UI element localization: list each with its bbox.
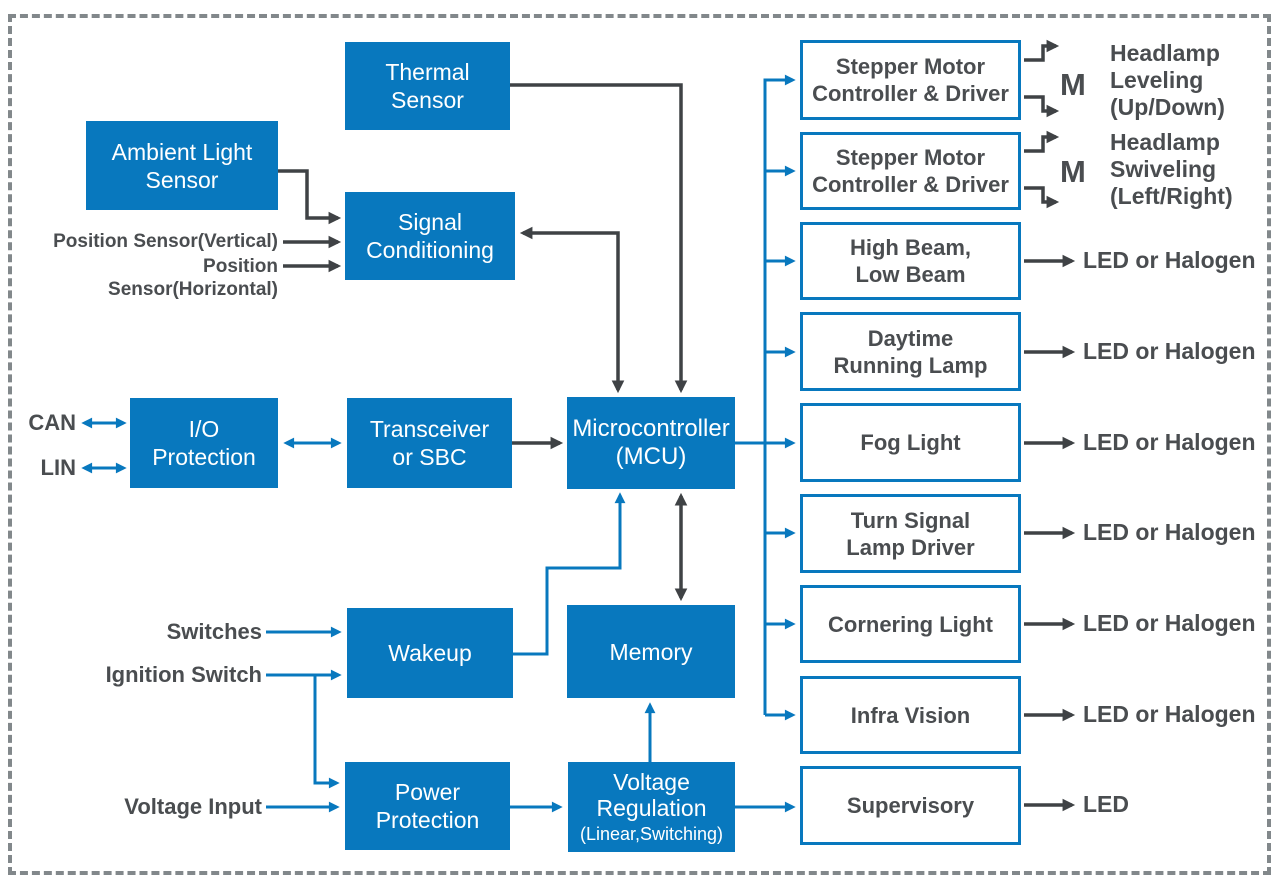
input-label-ignition-switch: Ignition Switch [105, 662, 262, 687]
block-signal-conditioning: Signal Conditioning [345, 192, 515, 280]
block-stepper-motor-1-label: Stepper Motor Controller & Driver [812, 54, 1009, 106]
block-fog-light: Fog Light [800, 403, 1021, 482]
output-label-led: LED [1083, 791, 1129, 817]
input-label-voltage-input: Voltage Input [124, 794, 262, 819]
block-supervisory-label: Supervisory [846, 793, 975, 818]
output-label-led-halogen-6: LED or Halogen [1083, 701, 1256, 727]
block-daytime-running-lamp: Daytime Running Lamp [800, 312, 1021, 391]
block-stepper-motor-2-label: Stepper Motor Controller & Driver [812, 145, 1009, 197]
input-label-switches: Switches [166, 619, 262, 644]
block-io-protection-label: I/O Protection [152, 416, 256, 470]
block-high-low-beam-label: High Beam, Low Beam [849, 235, 972, 287]
block-infra-vision: Infra Vision [800, 676, 1021, 754]
block-wakeup: Wakeup [347, 608, 513, 698]
output-label-headlamp-swiveling: Headlamp Swiveling (Left/Right) [1110, 129, 1233, 209]
block-thermal-sensor: Thermal Sensor [345, 42, 510, 130]
input-label-position-sensor-vertical: Position Sensor(Vertical) [53, 231, 278, 252]
block-ambient-light-sensor-label: Ambient Light Sensor [111, 138, 253, 193]
block-microcontroller: Microcontroller (MCU) [567, 397, 735, 489]
block-power-protection-label: Power Protection [375, 779, 480, 833]
block-fog-light-label: Fog Light [860, 430, 961, 455]
input-label-position-sensor-horizontal: Position Sensor(Horizontal) [108, 256, 278, 300]
block-transceiver-sbc: Transceiver or SBC [347, 398, 512, 488]
block-signal-conditioning-label: Signal Conditioning [366, 209, 494, 263]
block-turn-signal-lamp-driver-label: Turn Signal Lamp Driver [846, 507, 975, 560]
motor-symbol-swiveling: M [1060, 154, 1086, 189]
block-memory: Memory [567, 605, 735, 698]
block-ambient-light-sensor: Ambient Light Sensor [86, 121, 278, 210]
output-label-led-halogen-4: LED or Halogen [1083, 519, 1256, 545]
block-transceiver-sbc-label: Transceiver or SBC [369, 416, 490, 470]
motor-symbol-leveling: M [1060, 67, 1086, 102]
dashed-border [8, 14, 1271, 875]
block-infra-vision-label: Infra Vision [850, 702, 971, 728]
block-daytime-running-lamp-label: Daytime Running Lamp [833, 325, 988, 378]
block-power-protection: Power Protection [345, 762, 510, 850]
block-voltage-regulation-sublabel: (Linear,Switching) [579, 824, 724, 844]
block-high-low-beam: High Beam, Low Beam [800, 222, 1021, 300]
output-label-led-halogen-2: LED or Halogen [1083, 338, 1256, 364]
block-stepper-motor-1: Stepper Motor Controller & Driver [800, 40, 1021, 120]
block-supervisory: Supervisory [800, 766, 1021, 845]
input-label-can: CAN [28, 410, 76, 435]
block-io-protection: I/O Protection [130, 398, 278, 488]
block-wakeup-label: Wakeup [388, 640, 472, 666]
block-voltage-regulation-label: Voltage Regulation [596, 769, 707, 821]
block-thermal-sensor-label: Thermal Sensor [385, 59, 470, 113]
block-cornering-light: Cornering Light [800, 585, 1021, 663]
output-label-led-halogen-3: LED or Halogen [1083, 429, 1256, 455]
input-label-lin: LIN [40, 455, 76, 480]
output-label-headlamp-leveling: Headlamp Leveling (Up/Down) [1110, 40, 1225, 120]
block-stepper-motor-2: Stepper Motor Controller & Driver [800, 132, 1021, 210]
block-cornering-light-label: Cornering Light [828, 611, 993, 637]
block-memory-label: Memory [609, 638, 693, 665]
block-voltage-regulation: Voltage Regulation (Linear,Switching) [568, 762, 735, 852]
block-microcontroller-label: Microcontroller (MCU) [572, 415, 730, 470]
output-label-led-halogen-5: LED or Halogen [1083, 610, 1256, 636]
block-turn-signal-lamp-driver: Turn Signal Lamp Driver [800, 494, 1021, 573]
output-label-led-halogen-1: LED or Halogen [1083, 247, 1256, 273]
